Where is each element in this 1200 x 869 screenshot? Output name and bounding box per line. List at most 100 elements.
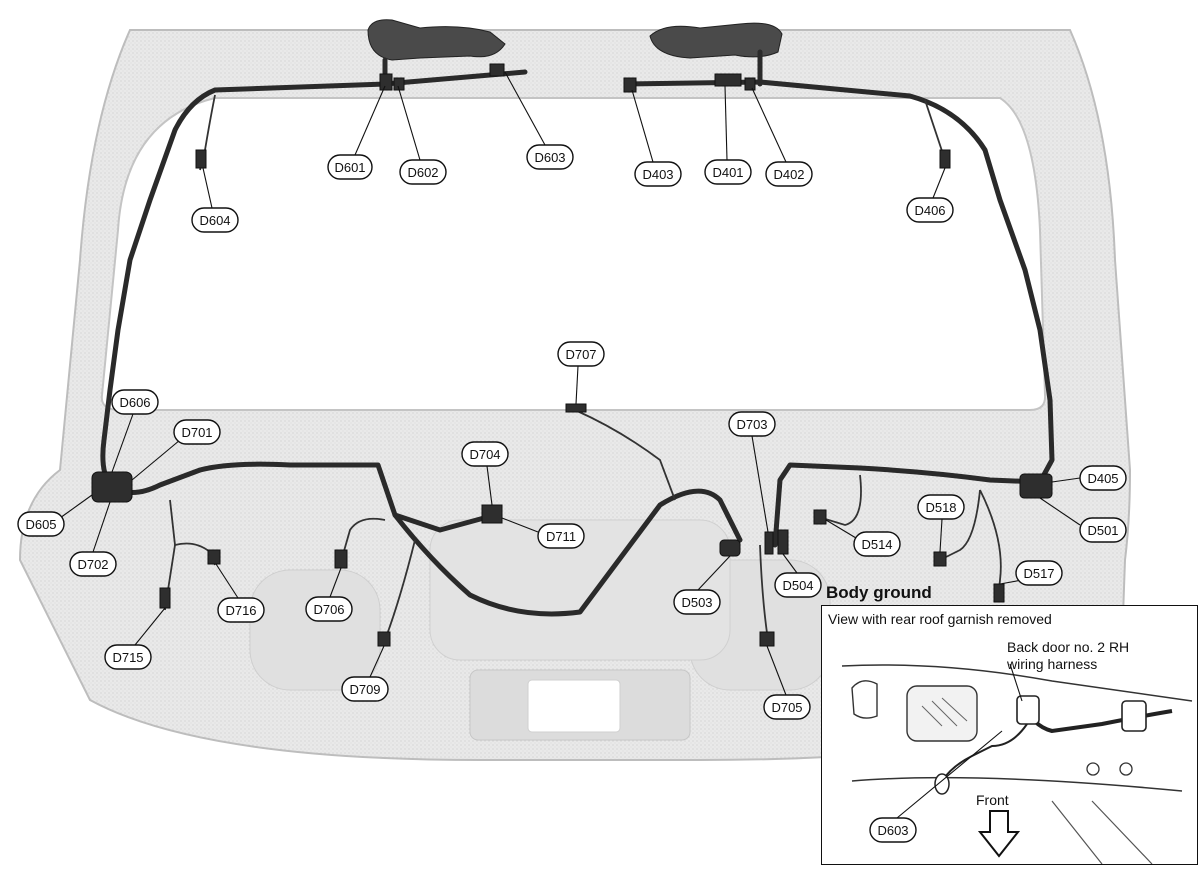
inset-harness-caption-line1: Back door no. 2 RH (1007, 639, 1130, 655)
branch-d709 (384, 539, 416, 641)
connector-d706 (334, 549, 348, 569)
connector-d715 (159, 587, 171, 609)
lower-panel-left (249, 569, 381, 691)
svg-text:D601: D601 (334, 160, 365, 175)
svg-text:D402: D402 (773, 167, 804, 182)
branch-d514 (821, 474, 862, 526)
label-d406: D406 (906, 197, 954, 223)
connector-d716 (207, 549, 221, 565)
branch-d707 (574, 409, 676, 501)
license-plate-center (527, 679, 621, 733)
connector-d517 (993, 583, 1005, 603)
svg-text:D604: D604 (199, 213, 230, 228)
inset-harness-wire (1020, 700, 1173, 734)
connector-d604 (195, 149, 207, 169)
label-d504: D504 (774, 572, 822, 598)
inset-ground-wire (941, 723, 1028, 782)
svg-text:D701: D701 (181, 425, 212, 440)
connector-d601 (379, 73, 393, 91)
inset-bolt-2 (1119, 762, 1133, 776)
label-d709: D709 (341, 676, 389, 702)
main-harness-top-right (627, 79, 1055, 485)
connector-d606-d605 (91, 471, 133, 503)
label-d711: D711 (537, 523, 585, 549)
upper-left-bundle (367, 19, 506, 61)
label-d518: D518 (917, 494, 965, 520)
lower-harness-sweep (392, 488, 743, 617)
inset-front-label: Front (976, 792, 1009, 808)
label-d503: D503 (673, 589, 721, 615)
inset-left-clip (851, 680, 878, 719)
label-d514: D514 (853, 531, 901, 557)
inset-harness-connector-2 (1121, 700, 1147, 732)
inset-harness-caption: Back door no. 2 RH wiring harness (1007, 639, 1187, 673)
connector-labels: D601 D602 D603 D604 D403 D401 D402 D406 … (17, 144, 1127, 720)
inset-roof-edge (851, 776, 1183, 792)
svg-text:D716: D716 (225, 603, 256, 618)
svg-text:D707: D707 (565, 347, 596, 362)
label-d707: D707 (557, 341, 605, 367)
svg-text:D706: D706 (313, 602, 344, 617)
label-d517: D517 (1015, 560, 1063, 586)
inset-ground-terminal (934, 773, 950, 795)
label-d606: D606 (111, 389, 159, 415)
svg-text:D503: D503 (681, 595, 712, 610)
connector-d401 (714, 73, 742, 87)
label-d715: D715 (104, 644, 152, 670)
inset-harness-leader (1009, 663, 1023, 702)
label-d402: D402 (765, 161, 813, 187)
label-d604: D604 (191, 207, 239, 233)
svg-text:D715: D715 (112, 650, 143, 665)
connector-d705 (759, 631, 775, 647)
svg-text:D704: D704 (469, 447, 500, 462)
svg-text:D406: D406 (914, 203, 945, 218)
svg-text:D602: D602 (407, 165, 438, 180)
svg-text:D405: D405 (1087, 471, 1118, 486)
svg-text:D401: D401 (712, 165, 743, 180)
label-d401: D401 (704, 159, 752, 185)
svg-text:D702: D702 (77, 557, 108, 572)
inset-ground-leader (896, 730, 1003, 819)
connector-d405-d501 (1019, 473, 1053, 499)
inset-harness-connector (1016, 695, 1040, 725)
svg-text:D514: D514 (861, 537, 892, 552)
connector-d603 (489, 63, 505, 77)
lower-harness-right (772, 462, 1043, 548)
label-d501: D501 (1079, 517, 1127, 543)
svg-text:D518: D518 (925, 500, 956, 515)
lower-panel-center (429, 519, 731, 661)
inset-ground-label: D603 (877, 823, 908, 838)
connector-d704-d711 (481, 504, 503, 524)
label-d705: D705 (763, 694, 811, 720)
connector-d406 (939, 149, 951, 169)
inset-ground-label-pill (869, 817, 917, 843)
connector-d707 (565, 403, 587, 413)
inset-bracket-hatch (921, 697, 968, 727)
connector-d514 (813, 509, 827, 525)
label-d704: D704 (461, 441, 509, 467)
label-d701: D701 (173, 419, 221, 445)
inset-title: Body ground (826, 583, 932, 602)
svg-text:D517: D517 (1023, 566, 1054, 581)
label-d702: D702 (69, 551, 117, 577)
body-ground-illustration: D603 (841, 663, 1193, 864)
connector-d709 (377, 631, 391, 647)
svg-text:D703: D703 (736, 417, 767, 432)
connector-d518 (933, 551, 947, 567)
connector-d503 (719, 539, 741, 557)
label-d403: D403 (634, 161, 682, 187)
main-harness-upper (100, 57, 388, 488)
label-d605: D605 (17, 511, 65, 537)
svg-text:D403: D403 (642, 167, 673, 182)
svg-text:D606: D606 (119, 395, 150, 410)
inset-roof-panel (841, 664, 1193, 702)
svg-text:D504: D504 (782, 578, 813, 593)
label-d602: D602 (399, 159, 447, 185)
svg-text:D705: D705 (771, 700, 802, 715)
svg-text:D711: D711 (546, 529, 576, 544)
svg-text:D605: D605 (25, 517, 56, 532)
label-d703: D703 (728, 411, 776, 437)
branch-d518 (939, 489, 981, 561)
